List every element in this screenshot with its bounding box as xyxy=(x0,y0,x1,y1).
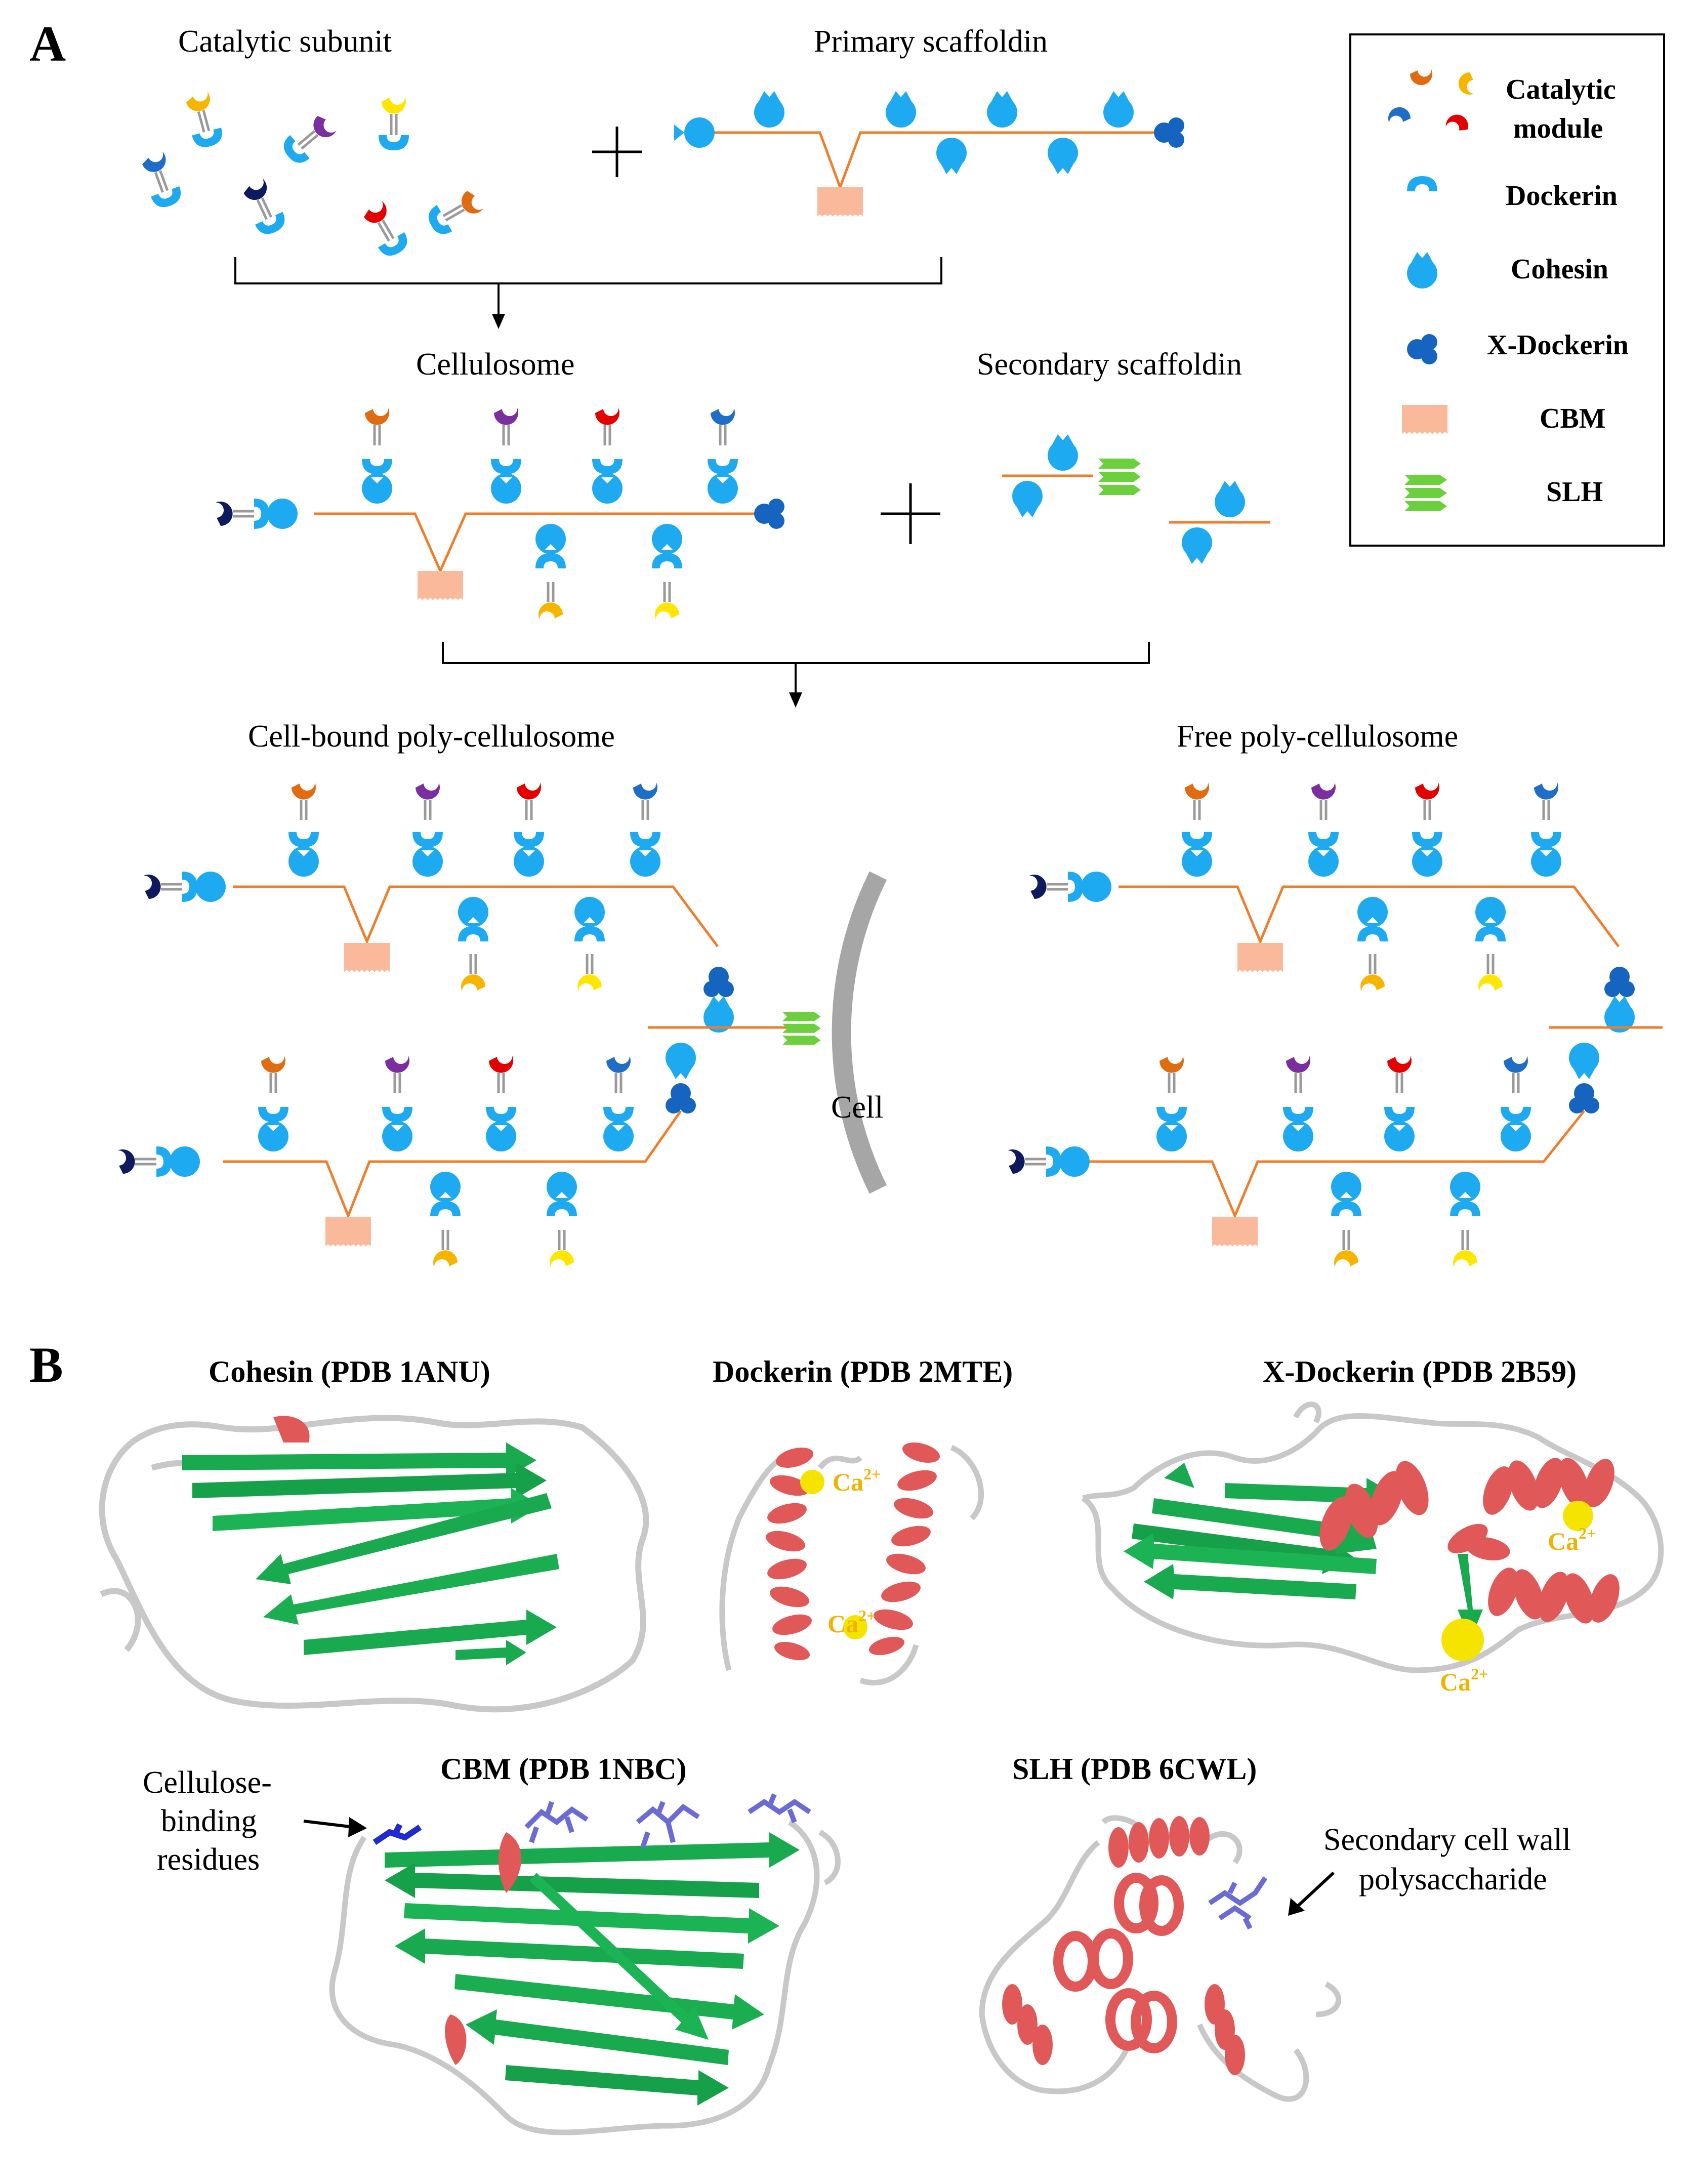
primary-scaffoldin-diagram xyxy=(674,91,1184,217)
calcium-label: Ca2+ xyxy=(833,1465,881,1496)
cell-bound-label: Cell-bound poly-cellulosome xyxy=(248,719,615,754)
legend-slh: SLH xyxy=(1546,476,1603,508)
slh-structure-title: SLH (PDB 6CWL) xyxy=(1012,1752,1257,1786)
plus-icon xyxy=(592,127,642,177)
slh-structure xyxy=(979,1815,1342,2102)
legend-catalytic-line1: Catalytic xyxy=(1506,74,1616,105)
arrow-to-binding-residues-icon xyxy=(303,1817,367,1837)
panel-b-letter: B xyxy=(29,1337,63,1393)
x-dockerin-structure-title: X-Dockerin (PDB 2B59) xyxy=(1263,1355,1577,1388)
free-poly-label: Free poly-cellulosome xyxy=(1177,719,1458,754)
cell-label: Cell xyxy=(831,1090,883,1125)
calcium-ion-icon xyxy=(843,1615,867,1639)
cbm-structure xyxy=(329,1793,841,2135)
arrow-to-polysaccharide-icon xyxy=(1288,1871,1335,1916)
plus-icon-2 xyxy=(881,483,940,544)
legend-dockerin: Dockerin xyxy=(1506,180,1618,212)
primary-scaffoldin-label: Primary scaffoldin xyxy=(814,24,1048,59)
secondary-wall-annotation-line1: Secondary cell wall xyxy=(1323,1823,1571,1857)
legend-cohesin: Cohesin xyxy=(1511,254,1608,285)
legend-cbm-icon xyxy=(1402,405,1447,434)
legend-catalytic-line2: module xyxy=(1513,113,1603,144)
calcium-ion-icon xyxy=(800,1470,824,1494)
cohesin-structure xyxy=(99,1415,649,1713)
assembly-arrow-1 xyxy=(234,257,942,329)
free-cellulosome-lower xyxy=(1008,1043,1599,1267)
calcium-ion-icon xyxy=(1441,1619,1484,1661)
free-cellulosome-upper xyxy=(1029,782,1635,1033)
free-catalytic-subunits xyxy=(138,91,485,261)
catalytic-subunit-label: Catalytic subunit xyxy=(178,24,392,59)
legend-catalytic-module-icon xyxy=(1388,69,1474,131)
dockerin-structure-title: Dockerin (PDB 2MTE) xyxy=(713,1355,1013,1388)
secondary-scaffoldin-diagram xyxy=(1002,434,1270,564)
cell-bound-cellulosome-upper xyxy=(144,782,734,1033)
cellulose-binding-residues-sticks xyxy=(524,1793,811,1848)
calcium-label: Ca2+ xyxy=(1548,1524,1596,1555)
calcium-label: Ca2+ xyxy=(1440,1665,1488,1696)
x-dockerin-structure: Ca2+ Ca2+ xyxy=(1081,1402,1664,1696)
secondary-wall-polysaccharide-sticks xyxy=(1208,1876,1268,1930)
cohesin-structure-title: Cohesin (PDB 1ANU) xyxy=(209,1355,490,1388)
cellulose-binding-annotation-line2: binding xyxy=(161,1804,257,1838)
cellulosome-diagram xyxy=(216,408,784,620)
calcium-ion-icon xyxy=(1563,1501,1593,1531)
legend-x-dockerin: X-Dockerin xyxy=(1487,329,1629,361)
legend-dockerin-icon xyxy=(1407,176,1437,191)
legend-slh-icon xyxy=(1404,475,1447,511)
dockerin-structure: Ca2+ Ca2+ xyxy=(719,1443,984,1686)
legend: Catalytic module Dockerin Cohesin X-Dock… xyxy=(1349,33,1665,547)
cbm-structure-title: CBM (PDB 1NBC) xyxy=(440,1752,687,1786)
calcium-label: Ca2+ xyxy=(827,1606,876,1638)
cellulose-binding-annotation-line3: residues xyxy=(157,1842,260,1877)
secondary-scaffoldin-label: Secondary scaffoldin xyxy=(977,347,1242,382)
cellulose-binding-annotation-line1: Cellulose- xyxy=(143,1765,272,1800)
assembly-arrow-2 xyxy=(442,642,1150,708)
legend-cbm: CBM xyxy=(1540,403,1606,434)
secondary-wall-annotation-line2: polysaccharide xyxy=(1359,1862,1547,1897)
panel-a-letter: A xyxy=(29,16,66,72)
cell-bound-cellulosome-lower xyxy=(118,1043,696,1267)
cellulosome-label: Cellulosome xyxy=(416,347,574,382)
cell-wall xyxy=(832,871,887,1194)
